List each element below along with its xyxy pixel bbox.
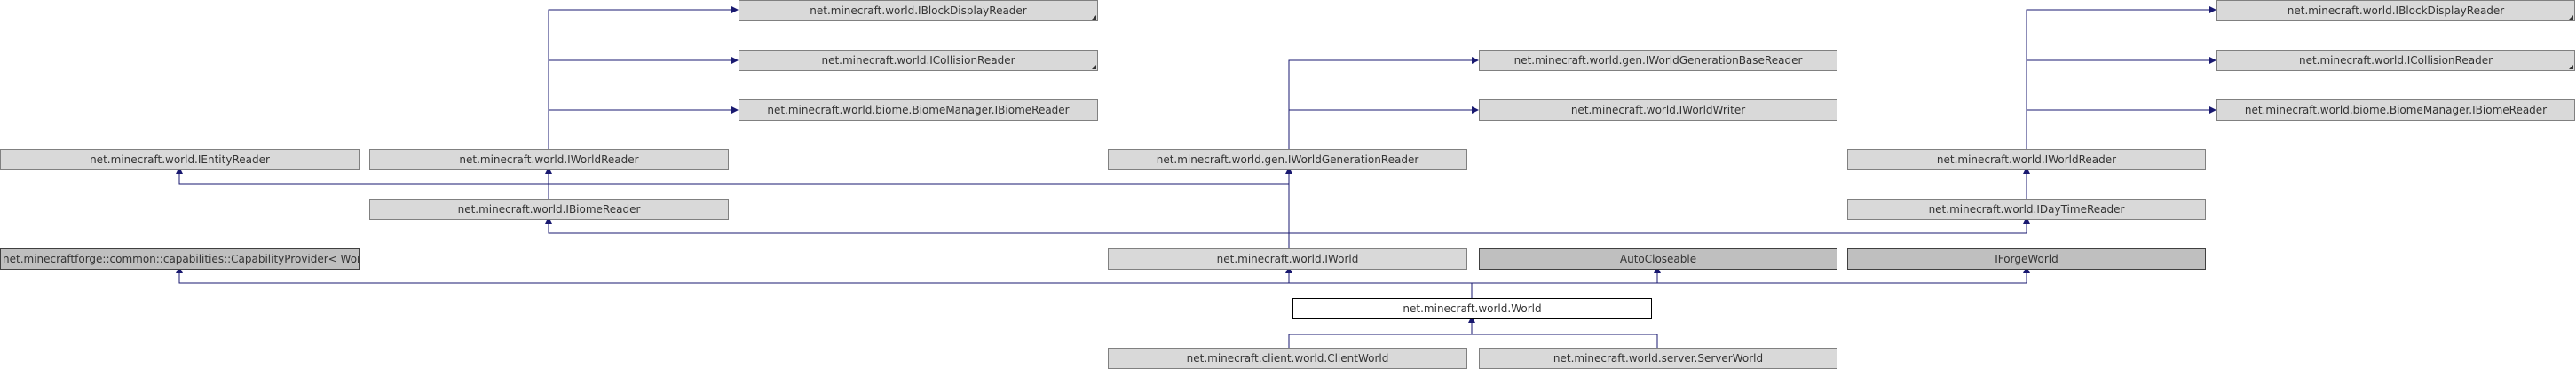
class-node-biomemanager-ibiomereader-2[interactable]: net.minecraft.world.biome.BiomeManager.I…	[2216, 99, 2575, 121]
class-node-iblockdisplayreader-1[interactable]: net.minecraft.world.IBlockDisplayReader	[739, 0, 1098, 21]
edge-world-auto	[1472, 266, 1661, 284]
class-node-iworldwriter[interactable]: net.minecraft.world.IWorldWriter	[1479, 99, 1837, 121]
edge-iworld-ibr	[545, 216, 1289, 234]
class-node-iworldreader-1[interactable]: net.minecraft.world.IWorldReader	[369, 149, 729, 170]
class-node-icollisionreader-1[interactable]: net.minecraft.world.ICollisionReader	[739, 50, 1098, 71]
edge-world-iforge	[1657, 266, 2030, 284]
class-node-iworldgenerationreader[interactable]: net.minecraft.world.gen.IWorldGeneration…	[1108, 149, 1467, 170]
class-node-icollisionreader-2[interactable]: net.minecraft.world.ICollisionReader	[2216, 50, 2575, 71]
edge-iwgr-iwgbr	[1288, 57, 1479, 149]
class-node-iworldreader-2[interactable]: net.minecraft.world.IWorldReader	[1847, 149, 2206, 170]
class-node-biomemanager-ibiomereader-1[interactable]: net.minecraft.world.biome.BiomeManager.I…	[739, 99, 1098, 121]
class-node-world: net.minecraft.world.World	[1292, 298, 1652, 319]
class-node-ientityreader[interactable]: net.minecraft.world.IEntityReader	[0, 149, 360, 170]
class-node-autocloseable: AutoCloseable	[1479, 248, 1837, 270]
class-node-serverworld[interactable]: net.minecraft.world.server.ServerWorld	[1479, 348, 1837, 369]
edge-world-iworld	[1285, 266, 1473, 298]
edge-iworld-idtr	[1289, 216, 2030, 234]
edge-iwgr-ier	[176, 167, 1290, 184]
class-node-iworld[interactable]: net.minecraft.world.IWorld	[1108, 248, 1467, 270]
edge-server-world	[1472, 334, 1658, 348]
class-node-clientworld[interactable]: net.minecraft.client.world.ClientWorld	[1108, 348, 1467, 369]
class-node-iforgeworld: IForgeWorld	[1847, 248, 2206, 270]
edge-iwr2-ibdr2	[2026, 6, 2216, 149]
class-node-ibiomereader[interactable]: net.minecraft.world.IBiomeReader	[369, 199, 729, 220]
class-node-iblockdisplayreader-2[interactable]: net.minecraft.world.IBlockDisplayReader	[2216, 0, 2575, 21]
class-node-capabilityprovider[interactable]: net.minecraftforge::common::capabilities…	[0, 248, 360, 270]
edge-iwr1-ibdr1	[548, 6, 739, 149]
edge-world-cap	[176, 266, 1289, 284]
class-node-iworldgenerationbasereader[interactable]: net.minecraft.world.gen.IWorldGeneration…	[1479, 50, 1837, 71]
class-node-idaytimereader[interactable]: net.minecraft.world.IDayTimeReader	[1847, 199, 2206, 220]
edge-client-world	[1288, 316, 1475, 348]
